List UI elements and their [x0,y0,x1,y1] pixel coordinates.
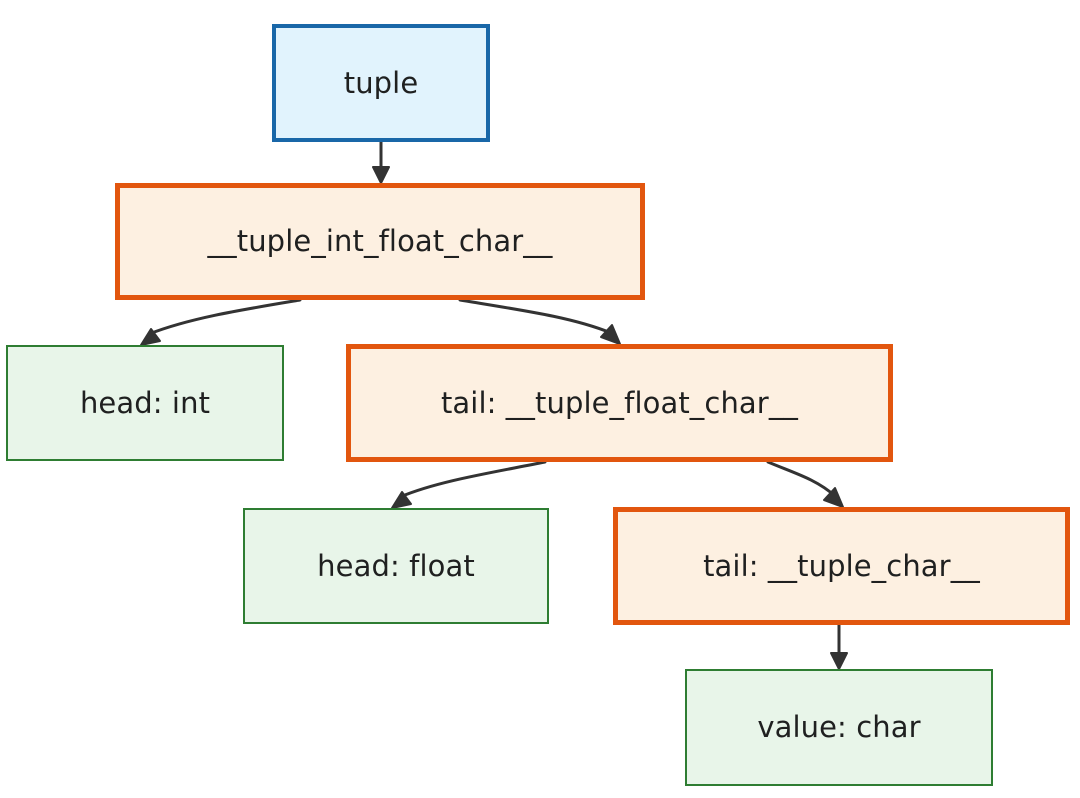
node-head-int[interactable]: head: int [6,345,284,461]
node-value-char-label: value: char [757,710,921,745]
node-tail-tuple-char-label: tail: __tuple_char__ [703,548,980,583]
arrowhead-icon-e5 [823,487,844,508]
node-tuple[interactable]: tuple [272,24,490,142]
node-tuple-label: tuple [343,65,419,100]
arrowhead-icon-e2 [140,328,161,346]
node-head-float[interactable]: head: float [243,508,549,624]
edge-tuple_int_float_char-to-head_int [147,298,302,336]
edge-tuple_int_float_char-to-tail_float_char [458,298,613,335]
edge-tail_float_char-to-tail_char [766,460,837,498]
node-value-char[interactable]: value: char [685,669,993,786]
node-head-float-label: head: float [317,548,475,583]
node-tail-tuple-char[interactable]: tail: __tuple_char__ [613,507,1070,625]
arrowhead-icon-e3 [600,324,621,345]
node-tail-tuple-float-char[interactable]: tail: __tuple_float_char__ [346,344,893,462]
arrowhead-icon-e6 [830,652,848,670]
node-tuple-int-float-char[interactable]: __tuple_int_float_char__ [115,183,645,300]
node-head-int-label: head: int [79,385,211,420]
edge-tail_float_char-to-head_float [398,460,547,499]
arrowhead-icon-e1 [372,166,390,184]
node-tail-tuple-float-char-label: tail: __tuple_float_char__ [440,385,799,420]
arrowhead-icon-e4 [391,491,412,509]
node-tuple-int-float-char-label: __tuple_int_float_char__ [207,224,553,259]
